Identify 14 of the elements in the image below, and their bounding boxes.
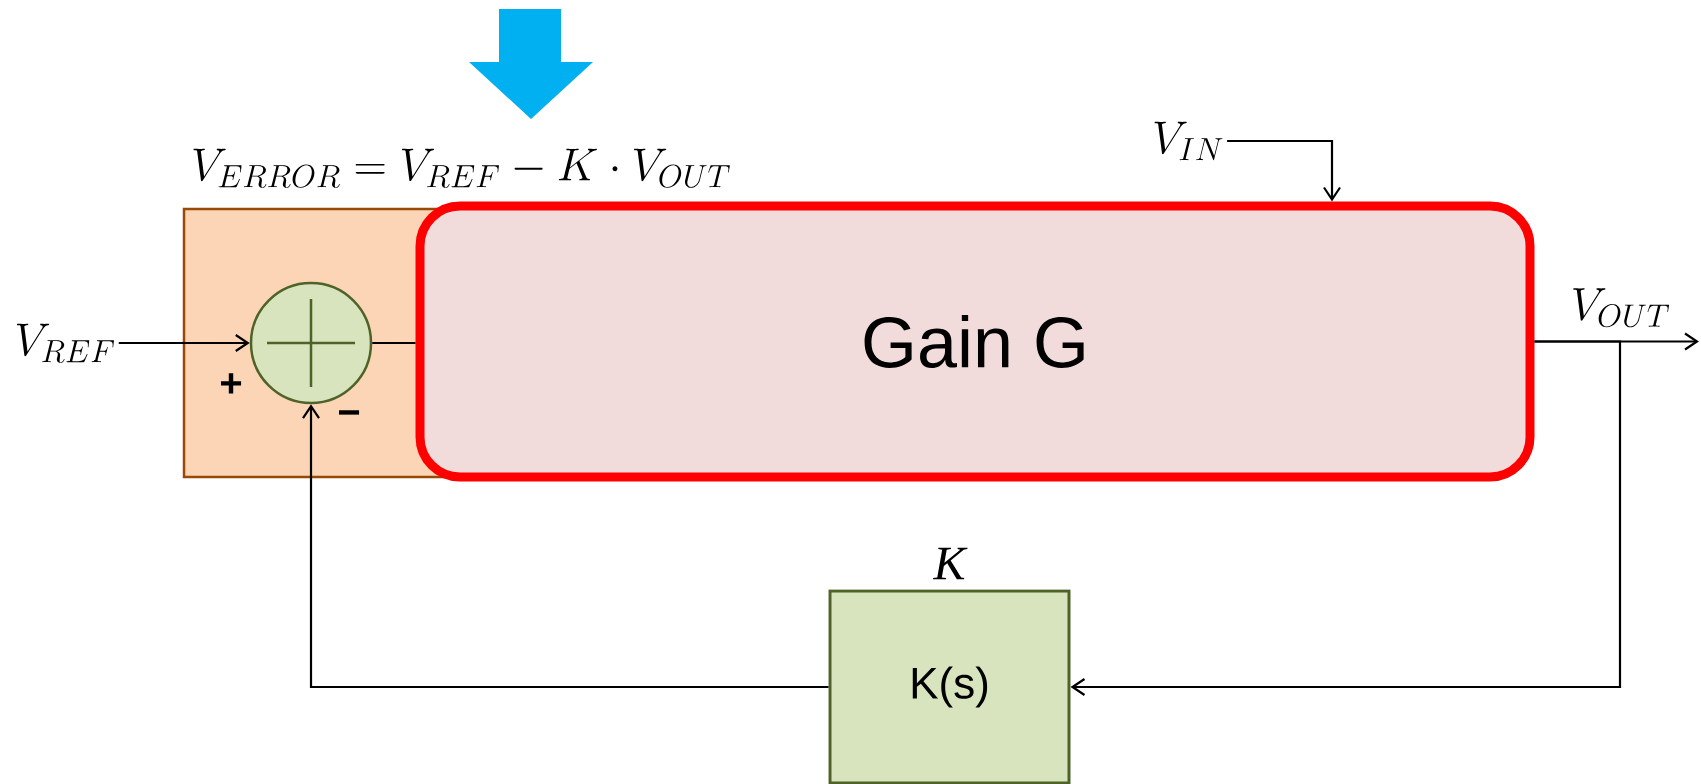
sign-label: − <box>339 410 360 415</box>
arrow <box>1227 139 1341 202</box>
summing-junction <box>249 281 373 405</box>
arrow <box>118 334 250 352</box>
transfer-block: K(s) <box>828 589 1071 784</box>
arrow <box>1070 340 1622 696</box>
signal-label: $V_{REF}$ <box>16 323 114 363</box>
edge-label: $V_{OUT}$ <box>1573 288 1670 328</box>
block-caption: K <box>932 547 968 580</box>
sign-label: + <box>221 373 242 394</box>
gain-block: Gain G <box>415 201 1535 482</box>
arrow <box>302 404 829 689</box>
signal-label: $V_{IN}$ <box>1154 121 1223 161</box>
equation: $V_{ERROR}=V_{REF}-K\cdot V_{OUT}$ <box>193 148 730 188</box>
